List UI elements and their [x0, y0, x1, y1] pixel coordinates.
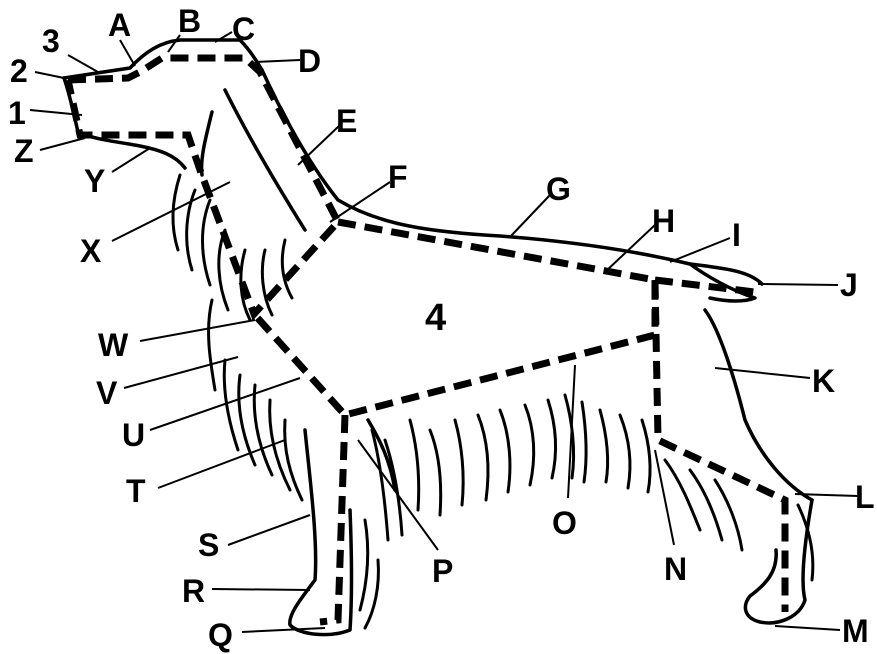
label-R: R — [182, 573, 205, 609]
label-Y: Y — [84, 163, 105, 199]
labels: A B C D E F G H I J K L M N O P Q R S T … — [8, 3, 875, 653]
label-L: L — [855, 479, 875, 515]
label-X: X — [80, 233, 102, 269]
label-W: W — [98, 327, 129, 363]
label-E: E — [336, 103, 357, 139]
label-N: N — [664, 551, 687, 587]
label-O: O — [552, 505, 577, 541]
label-B: B — [178, 3, 201, 39]
label-V: V — [96, 375, 118, 411]
region-boundaries — [68, 58, 785, 622]
label-I: I — [732, 217, 741, 253]
label-G: G — [546, 171, 571, 207]
label-M: M — [842, 613, 869, 649]
label-1: 1 — [8, 95, 26, 131]
label-F: F — [388, 159, 408, 195]
label-K: K — [812, 363, 835, 399]
label-U: U — [122, 417, 145, 453]
label-T: T — [126, 473, 146, 509]
label-H: H — [652, 203, 675, 239]
label-C: C — [232, 11, 255, 47]
label-J: J — [840, 267, 858, 303]
label-S: S — [198, 527, 219, 563]
label-D: D — [298, 43, 321, 79]
label-A: A — [108, 7, 131, 43]
label-4: 4 — [425, 297, 446, 339]
label-Q: Q — [208, 617, 233, 653]
label-3: 3 — [42, 23, 60, 59]
label-Z: Z — [14, 133, 34, 169]
label-2: 2 — [10, 53, 28, 89]
label-P: P — [432, 553, 453, 589]
